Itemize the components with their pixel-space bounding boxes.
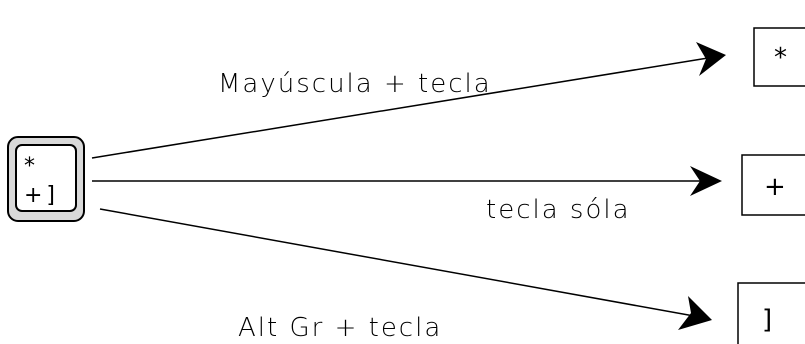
result-box-plain: + [741, 154, 805, 216]
key-top-symbol: * [24, 154, 35, 179]
arrow-line [91, 57, 709, 159]
arrow-label-shift: Mayúscula + tecla [218, 69, 492, 99]
arrowhead-icon [696, 42, 726, 76]
arrowhead-icon [690, 166, 722, 196]
result-symbol-plain: + [764, 172, 786, 202]
arrow-label-plain: tecla sóla [486, 195, 631, 225]
result-symbol-shift: * [774, 43, 787, 73]
arrowhead-icon [678, 296, 712, 330]
arrow-line [99, 208, 695, 317]
arrow-shift: Mayúscula + tecla [91, 42, 726, 159]
result-box-altgr: ] [737, 282, 805, 344]
result-box-shift: * [753, 27, 805, 87]
key-face [15, 144, 77, 212]
arrow-altgr: Alt Gr + tecla [99, 208, 712, 343]
key-bottom-symbols: +] [24, 183, 59, 208]
arrow-plain: tecla sóla [92, 166, 722, 225]
keyboard-key: * +] [7, 136, 85, 222]
arrow-label-altgr: Alt Gr + tecla [238, 313, 442, 343]
result-symbol-altgr: ] [762, 305, 772, 335]
